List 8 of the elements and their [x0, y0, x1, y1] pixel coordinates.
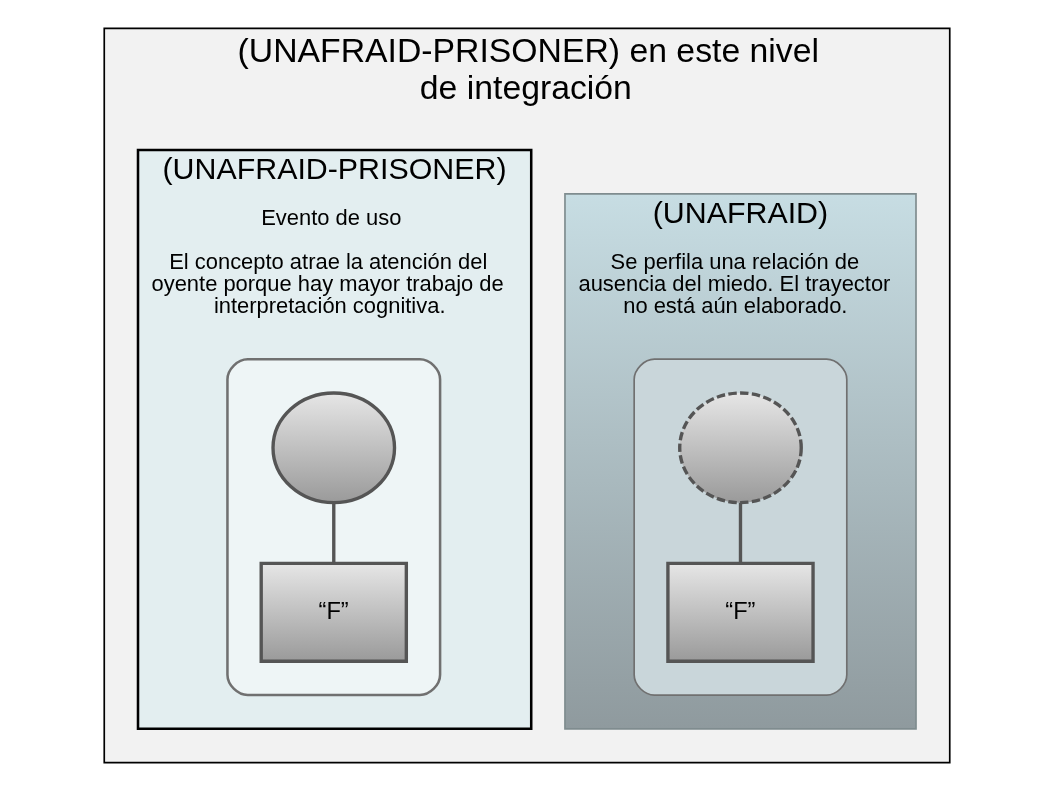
- node-circle: [677, 391, 803, 505]
- node-circle: [270, 391, 396, 505]
- connector: [331, 502, 335, 563]
- node-box: “F”: [665, 561, 815, 663]
- node-box: “F”: [259, 561, 408, 663]
- connector: [738, 502, 742, 563]
- cluster: [632, 358, 848, 696]
- cluster: [225, 357, 441, 697]
